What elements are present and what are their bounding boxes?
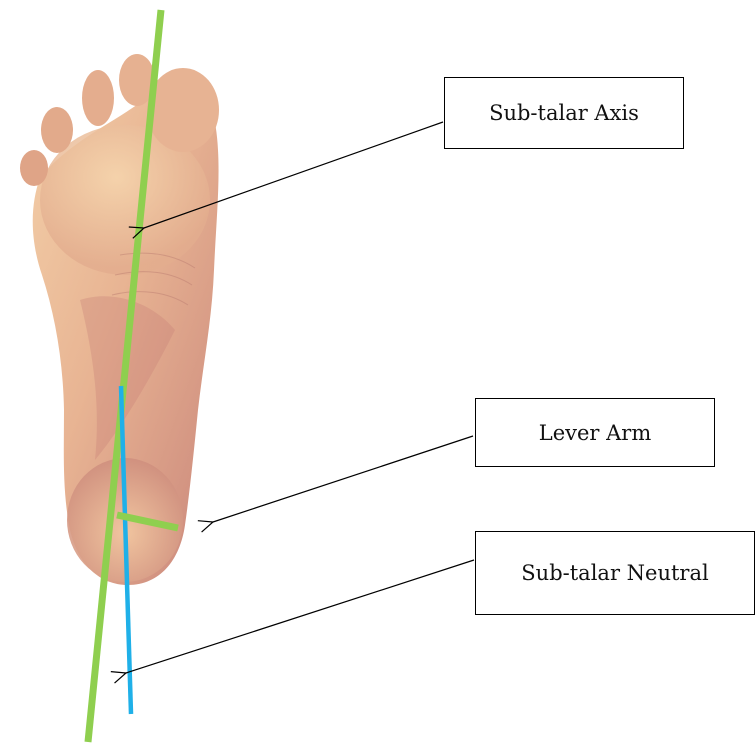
lever-arm-label: Lever Arm bbox=[475, 398, 715, 467]
big-toe bbox=[147, 68, 219, 152]
subtalar-axis-label: Sub-talar Axis bbox=[444, 77, 684, 149]
neutral-pointer-arrow bbox=[126, 560, 474, 673]
foot-sole-icon bbox=[20, 54, 219, 585]
fourth-toe bbox=[41, 107, 73, 153]
lever-pointer-arrow bbox=[213, 436, 473, 522]
third-toe bbox=[82, 70, 114, 126]
subtalar-neutral-label: Sub-talar Neutral bbox=[475, 531, 755, 615]
fifth-toe bbox=[20, 150, 48, 186]
